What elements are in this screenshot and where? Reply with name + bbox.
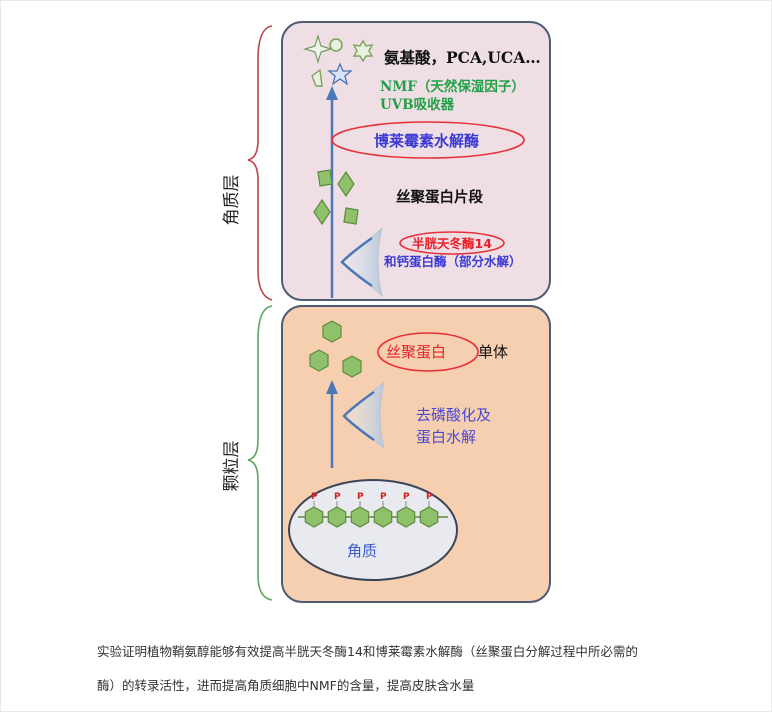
upper-flow-arrow (326, 86, 338, 298)
dephosphorylation-fan-arrow (342, 380, 385, 450)
uvb-text: UVB吸收器 (380, 96, 455, 113)
amino-acid-symbols (302, 33, 374, 87)
hexagon-icon (373, 506, 393, 528)
caption-line-1: 实验证明植物鞘氨醇能够有效提高半胱天冬酶14和博莱霉素水解酶（丝聚蛋白分解过程中… (97, 644, 638, 659)
keratin-granule (288, 479, 458, 581)
caspase-14-text: 半胱天冬酶14 (412, 236, 492, 251)
circle-icon (329, 38, 343, 52)
diamond-icon (337, 170, 355, 198)
triangle-icon (311, 68, 323, 87)
hexagon-icon (419, 506, 439, 528)
square-icon (317, 169, 333, 187)
diamond-icon (313, 198, 331, 226)
phosphate-label: P (311, 492, 318, 502)
hexagon-icon (304, 506, 324, 528)
caspase-highlight-ellipse (399, 231, 505, 255)
square-icon (343, 207, 359, 225)
bleomycin-highlight-ellipse (331, 121, 525, 159)
four-point-star-icon (302, 33, 334, 65)
caption-line-2: 酶）的转录活性，进而提高角质细胞中NMF的含量，提高皮肤含水量 (97, 678, 475, 693)
filaggrin-diagram: 角质层 颗粒层 氨基酸，PCA,UCA… NMF（天然保湿因子） UVB吸收 (222, 21, 551, 603)
hexagon-icon (327, 506, 347, 528)
keratin-text: 角质 (347, 542, 377, 560)
nmf-text: NMF（天然保湿因子） (380, 78, 525, 95)
dephosphorylation-text-line2: 蛋白水解 (416, 428, 476, 446)
calpain-fan-arrow (340, 226, 383, 298)
granular-label: 颗粒层 (222, 441, 242, 492)
sun-icon (352, 39, 374, 63)
monomer-text: 单体 (478, 343, 508, 361)
products-text: 氨基酸，PCA,UCA… (384, 48, 541, 67)
hexagon-icon (309, 349, 329, 372)
filaggrin-highlight-ellipse (377, 332, 479, 372)
phosphate-label: P (426, 492, 433, 502)
phosphate-label: P (380, 492, 387, 502)
filaggrin-fragment-shapes (313, 169, 359, 226)
hexagon-icon (342, 355, 362, 378)
phosphate-label: P (334, 492, 341, 502)
filaggrin-monomer-shapes (309, 320, 362, 378)
phosphate-label: P (403, 492, 410, 502)
hexagon-icon (322, 320, 342, 343)
filaggrin-text: 丝聚蛋白 (386, 343, 446, 361)
calpain-text: 和钙蛋白酶（部分水解） (383, 254, 522, 269)
filaggrin-fragments-text: 丝聚蛋白片段 (396, 188, 483, 206)
upper-cell (281, 21, 551, 301)
hexagon-icon (350, 506, 370, 528)
star-icon (327, 62, 353, 86)
granular-brace (247, 305, 273, 601)
stratum-corneum-label: 角质层 (222, 175, 242, 226)
phosphate-label: P (357, 492, 364, 502)
bleomycin-hydrolase-text: 博莱霉素水解酶 (374, 132, 479, 150)
stratum-corneum-brace (247, 25, 273, 301)
dephosphorylation-text-line1: 去磷酸化及 (416, 406, 491, 424)
hexagon-icon (396, 506, 416, 528)
lower-flow-arrow (326, 380, 338, 468)
